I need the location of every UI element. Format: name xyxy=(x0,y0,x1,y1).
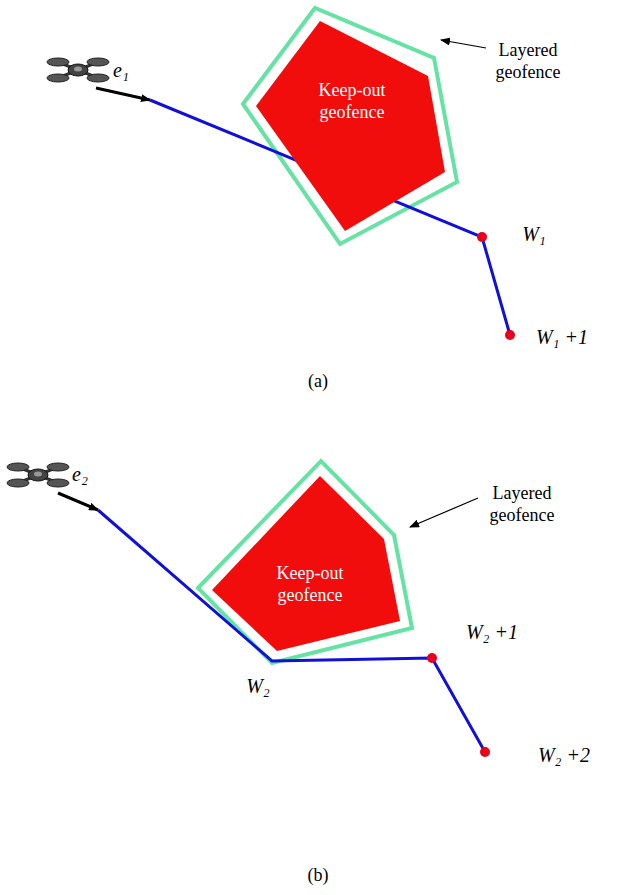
leader-arrow xyxy=(410,498,478,527)
keep-out-zone: Keep-out geofence xyxy=(212,476,400,651)
zone-fill xyxy=(212,476,400,651)
panel-label: (b) xyxy=(308,865,329,887)
leader-arrow xyxy=(441,40,486,48)
symbol-label: W₂ xyxy=(246,674,270,698)
drone-icon xyxy=(47,58,109,82)
symbol-label: e₂ xyxy=(72,462,88,486)
symbol-label: W₂ +2 xyxy=(538,743,590,767)
zone-outline xyxy=(256,21,445,231)
callout-label: Layered geofence xyxy=(482,483,562,526)
symbol-label: W₁ xyxy=(522,222,546,246)
waypoint-dot xyxy=(505,330,515,340)
symbol-label: W₁ +1 xyxy=(536,325,588,349)
callout-label: Layered geofence xyxy=(488,40,568,83)
zone-label: Keep-out geofence xyxy=(260,563,360,606)
heading-arrow xyxy=(58,493,98,510)
zone-fill xyxy=(256,21,445,231)
zone-label: Keep-out geofence xyxy=(302,80,402,123)
waypoint-dot xyxy=(480,747,490,757)
heading-arrow xyxy=(96,88,150,100)
layered-geofence xyxy=(243,8,457,244)
keep-out-zone: Keep-out geofence xyxy=(256,21,445,231)
symbol-label: W₂ +1 xyxy=(466,620,518,644)
panel-label: (a) xyxy=(308,371,328,393)
waypoint-dot xyxy=(477,232,487,242)
layered-geofence xyxy=(198,461,412,663)
waypoint-dot xyxy=(427,653,437,663)
symbol-label: e₁ xyxy=(113,58,129,82)
drone-icon xyxy=(7,463,69,487)
